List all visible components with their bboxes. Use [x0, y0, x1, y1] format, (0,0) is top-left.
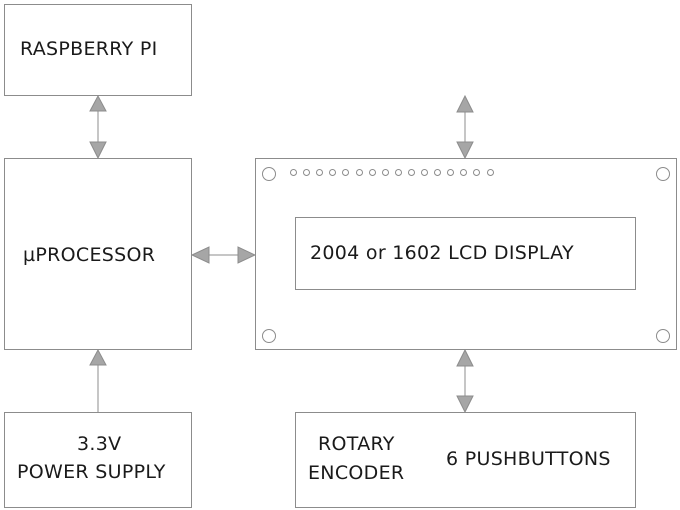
power-supply-block: 3.3V POWER SUPPLY: [4, 412, 192, 508]
header-pin: [447, 169, 455, 176]
microprocessor-block: µPROCESSOR: [4, 158, 192, 350]
microprocessor-label: µPROCESSOR: [23, 244, 156, 266]
lcd-top-arrow: [456, 94, 474, 160]
mounting-hole: [656, 167, 670, 181]
lcd-display-label: 2004 or 1602 LCD DISPLAY: [310, 242, 574, 264]
header-pin: [473, 169, 481, 176]
header-pin: [407, 169, 415, 176]
raspberry-pi-block: RASPBERRY PI: [4, 4, 192, 96]
header-pin: [434, 169, 442, 176]
mounting-hole: [262, 167, 276, 181]
pushbuttons-label: 6 PUSHBUTTONS: [446, 448, 611, 470]
lcd-display-window: 2004 or 1602 LCD DISPLAY: [295, 217, 636, 290]
power-supply-label-line1: 3.3V: [77, 433, 122, 455]
header-pin: [303, 169, 311, 176]
lcd-header-pins: [290, 169, 510, 179]
header-pin: [355, 169, 363, 176]
pi-processor-arrow: [89, 94, 107, 160]
processor-lcd-arrow: [190, 246, 257, 264]
header-pin: [342, 169, 350, 176]
rotary-encoder-label-line2: ENCODER: [308, 462, 405, 484]
lcd-inputs-arrow: [456, 348, 474, 414]
lcd-module-board: 2004 or 1602 LCD DISPLAY: [255, 158, 677, 350]
header-pin: [368, 169, 376, 176]
power-supply-label-line2: POWER SUPPLY: [17, 461, 166, 483]
power-processor-arrow: [89, 348, 107, 412]
header-pin: [460, 169, 468, 176]
header-pin: [290, 169, 297, 176]
header-pin: [316, 169, 324, 176]
header-pin: [329, 169, 337, 176]
raspberry-pi-label: RASPBERRY PI: [20, 38, 158, 60]
rotary-encoder-label-line1: ROTARY: [318, 433, 395, 455]
mounting-hole: [656, 329, 670, 343]
mounting-hole: [262, 329, 276, 343]
inputs-block: ROTARY ENCODER 6 PUSHBUTTONS: [295, 412, 636, 508]
header-pin: [421, 169, 428, 176]
header-pin: [486, 169, 494, 176]
header-pin: [394, 169, 402, 176]
header-pin: [381, 169, 389, 176]
